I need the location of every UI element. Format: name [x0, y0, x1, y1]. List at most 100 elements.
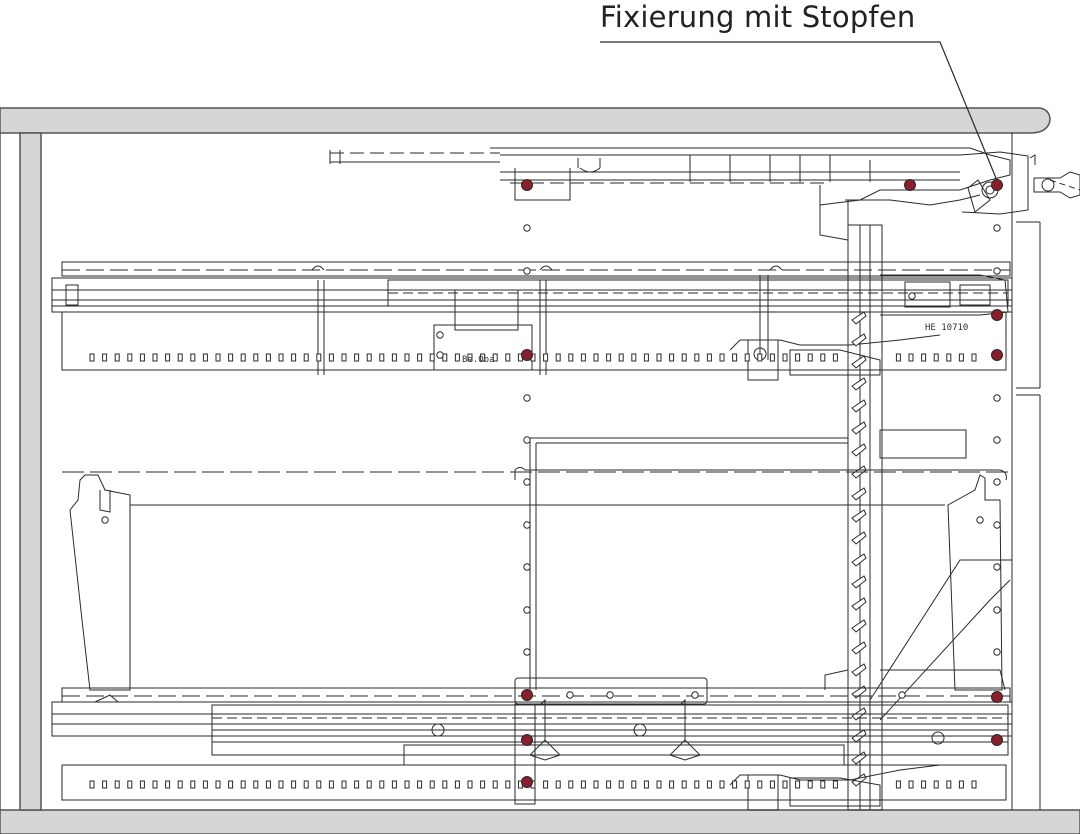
mounting-hole: [993, 224, 1001, 232]
perforation-slot: [316, 353, 322, 362]
perforation-slot: [215, 353, 221, 362]
perforation-slot: [202, 353, 208, 362]
perforation-slot: [807, 780, 813, 789]
mounting-hole: [523, 267, 531, 275]
post-slot: [851, 443, 867, 457]
post-slot: [851, 355, 867, 369]
perforation-slot: [921, 353, 927, 362]
perforation-slot: [379, 353, 385, 362]
perforation-slot: [908, 780, 914, 789]
perforation-slot: [404, 780, 410, 789]
perforation-slot: [580, 353, 586, 362]
perforation-slot: [114, 780, 120, 789]
perforation-slot: [656, 780, 662, 789]
perforation-slot: [190, 780, 196, 789]
perforation-slot: [341, 353, 347, 362]
perforation-slot: [442, 353, 448, 362]
perforation-slot: [404, 353, 410, 362]
perforation-slot: [543, 353, 549, 362]
post-slot: [851, 685, 867, 699]
perforation-slot: [429, 780, 435, 789]
perforation-slot: [442, 780, 448, 789]
perforation-slot: [618, 780, 624, 789]
perforation-slot: [568, 780, 574, 789]
perforation-slot: [694, 353, 700, 362]
perforation-slot: [303, 353, 309, 362]
mounting-hole: [993, 267, 1001, 275]
perforation-slot: [366, 780, 372, 789]
perforation-slot: [190, 353, 196, 362]
perforation-slot: [719, 780, 725, 789]
perforation-slot: [706, 353, 712, 362]
mounting-hole: [993, 648, 1001, 656]
perforation-slot: [240, 353, 246, 362]
perforation-slot: [694, 780, 700, 789]
perforation-slot: [795, 353, 801, 362]
perforation-slot: [832, 353, 838, 362]
perforation-slot: [832, 780, 838, 789]
mounting-hole: [993, 394, 1001, 402]
perforation-slot: [719, 353, 725, 362]
perforation-slot: [606, 780, 612, 789]
perforation-slot: [202, 780, 208, 789]
perforation-slot: [328, 780, 334, 789]
post-slots: [851, 311, 867, 787]
stopper-dot: [521, 349, 533, 361]
mounting-hole: [691, 691, 699, 699]
post-slot: [851, 311, 867, 325]
perforation-slot: [265, 353, 271, 362]
mounting-holes: [101, 224, 1001, 699]
perforation-slot: [895, 780, 901, 789]
perforation-slot: [908, 353, 914, 362]
post-slot: [851, 575, 867, 589]
lower-perforation-row: [89, 780, 977, 789]
perforation-slot: [480, 353, 486, 362]
perforation-slot: [820, 353, 826, 362]
stopper-dot: [991, 309, 1003, 321]
perforation-slot: [354, 780, 360, 789]
perforation-slot: [253, 780, 259, 789]
stoppers: [521, 179, 1003, 788]
post-slot: [851, 509, 867, 523]
perforation-slot: [568, 353, 574, 362]
perforation-slot: [278, 353, 284, 362]
perforation-slot: [933, 780, 939, 789]
perforation-slot: [933, 353, 939, 362]
perforation-slot: [769, 780, 775, 789]
perforation-slot: [467, 353, 473, 362]
perforation-slot: [606, 353, 612, 362]
mounting-hole: [523, 563, 531, 571]
perforation-slot: [253, 353, 259, 362]
mounting-hole: [436, 351, 444, 359]
perforation-slot: [744, 353, 750, 362]
cabinet-left-panel: [19, 132, 42, 811]
perforation-slot: [618, 353, 624, 362]
callout-leader: [600, 41, 999, 184]
mounting-hole: [101, 516, 109, 524]
perforation-slot: [429, 353, 435, 362]
mounting-hole: [908, 292, 916, 300]
perforation-slot: [240, 780, 246, 789]
perforation-slot: [177, 353, 183, 362]
perforation-slot: [454, 780, 460, 789]
perforation-slot: [291, 780, 297, 789]
stopper-dot: [521, 179, 533, 191]
lower-runner-assembly: [51, 677, 1013, 811]
perforation-slot: [228, 353, 234, 362]
perforation-slot: [643, 780, 649, 789]
stopper-dot: [991, 691, 1003, 703]
mounting-hole: [993, 563, 1001, 571]
mounting-hole: [523, 394, 531, 402]
perforation-slot: [580, 780, 586, 789]
callout-label: Fixierung mit Stopfen: [600, 0, 916, 34]
perforation-slot: [681, 353, 687, 362]
perforation-slot: [895, 353, 901, 362]
perforation-slot: [593, 780, 599, 789]
upper-runner-assembly: [51, 261, 1013, 381]
perforation-slot: [631, 353, 637, 362]
part-code-text: HE 10710: [925, 323, 968, 333]
perforation-slot: [417, 353, 423, 362]
perforation-slot: [354, 353, 360, 362]
post-slot: [851, 641, 867, 655]
post-slot: [851, 333, 867, 347]
